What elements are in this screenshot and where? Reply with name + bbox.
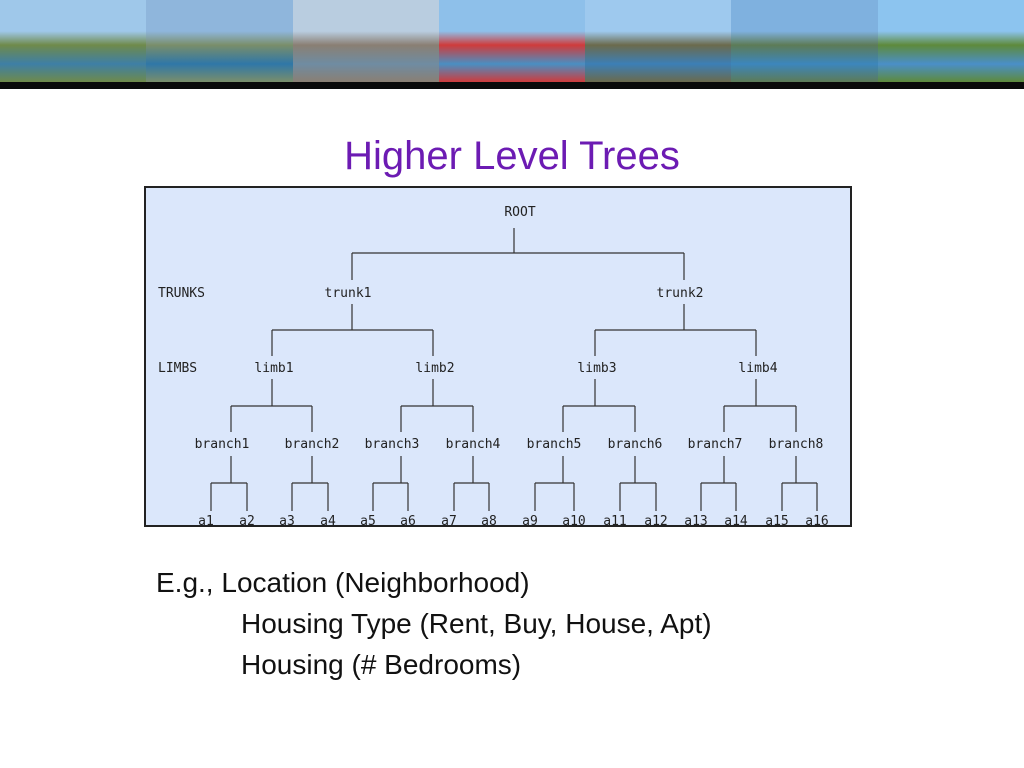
garden-palms-photo <box>438 0 586 82</box>
leaf-label: a11 <box>603 514 626 527</box>
header-rule <box>0 82 1024 89</box>
leaf-label: a9 <box>522 514 538 527</box>
note-line-housing: Housing (# Bedrooms) <box>241 649 522 680</box>
branch-label: branch8 <box>769 437 824 452</box>
root-label: ROOT <box>504 205 535 220</box>
trunk-label: trunk2 <box>657 286 704 301</box>
lake-view-clouds-photo <box>731 0 878 82</box>
branch-label: branch3 <box>365 437 420 452</box>
leaf-label: a12 <box>644 514 667 527</box>
leaf-label: a3 <box>279 514 295 527</box>
branch-label: branch2 <box>285 437 340 452</box>
leaf-label: a10 <box>562 514 585 527</box>
lakeside-bench-photo <box>877 0 1024 82</box>
limbs-level-label: LIMBS <box>158 361 197 376</box>
branch-label: branch5 <box>527 437 582 452</box>
lake-town-photo <box>146 0 293 82</box>
trunks-level-label: TRUNKS <box>158 286 205 301</box>
slide-title: Higher Level Trees <box>344 134 680 178</box>
diagram-frame <box>144 186 852 527</box>
leaf-label: a6 <box>400 514 416 527</box>
photo-banner <box>0 0 1024 82</box>
limb-label: limb4 <box>738 361 777 376</box>
example-notes: E.g., Location (Neighborhood) Housing Ty… <box>156 562 712 685</box>
leaf-label: a16 <box>805 514 828 527</box>
branch-label: branch4 <box>446 437 501 452</box>
tree-diagram: ROOT TRUNKS LIMBS trunk1 trunk2 limb1 limb2 lim… <box>144 186 852 529</box>
leaf-label: a14 <box>724 514 748 527</box>
trunk-label: trunk1 <box>325 286 372 301</box>
note-line-location: E.g., Location (Neighborhood) <box>156 567 530 598</box>
leaf-label: a4 <box>320 514 336 527</box>
leaf-label: a5 <box>360 514 376 527</box>
limb-label: limb1 <box>254 361 293 376</box>
leaf-label: a1 <box>198 514 214 527</box>
limb-label: limb2 <box>415 361 454 376</box>
promenade-lamp-photo <box>292 0 439 82</box>
leaf-label: a13 <box>684 514 707 527</box>
branch-label: branch7 <box>688 437 743 452</box>
leaf-label: a15 <box>765 514 788 527</box>
branch-label: branch6 <box>608 437 663 452</box>
note-line-housing-type: Housing Type (Rent, Buy, House, Apt) <box>241 608 712 639</box>
tree-diagram-svg: ROOT TRUNKS LIMBS trunk1 trunk2 limb1 limb2 lim… <box>144 186 852 529</box>
mountain-lake-photo <box>585 0 732 82</box>
limb-label: limb3 <box>577 361 616 376</box>
leaf-label: a7 <box>441 514 457 527</box>
leaf-label: a8 <box>481 514 497 527</box>
hillside-village-photo <box>0 0 147 82</box>
leaf-label: a2 <box>239 514 255 527</box>
branch-label: branch1 <box>195 437 250 452</box>
